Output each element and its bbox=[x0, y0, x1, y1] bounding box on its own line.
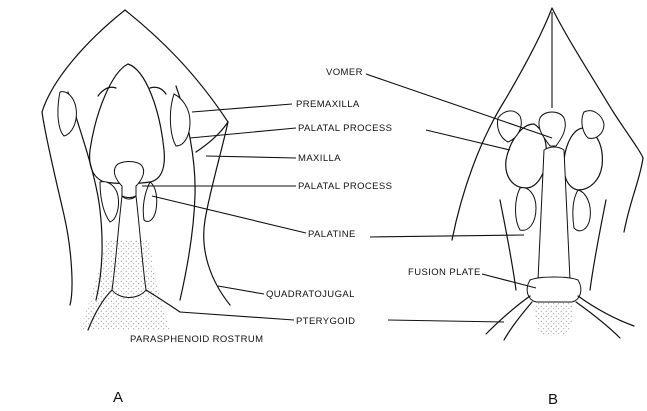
skull-a-palatine-right bbox=[143, 182, 157, 222]
label-premaxilla: PREMAXILLA bbox=[296, 99, 360, 110]
skull-b-premaxilla-right bbox=[582, 111, 604, 139]
panel-label-a: A bbox=[113, 389, 123, 406]
label-quadratojugal: QUADRATOJUGAL bbox=[266, 289, 355, 300]
leader-palatal-process-upper-a bbox=[190, 128, 296, 138]
skull-b-palatine-left bbox=[516, 188, 537, 231]
skull-b-right-side bbox=[624, 158, 643, 232]
leader-vomer bbox=[366, 74, 552, 138]
skull-a-vomer bbox=[114, 162, 143, 198]
skull-a-premaxilla-right bbox=[170, 94, 190, 146]
skull-b-pterygoid-left-2 bbox=[504, 302, 532, 340]
skull-b-fusion-plate bbox=[527, 277, 581, 302]
label-vomer: VOMER bbox=[326, 67, 363, 78]
skull-b-lower-stipple bbox=[535, 302, 573, 336]
label-palatal-process-upper: PALATAL PROCESS bbox=[298, 123, 392, 134]
skull-b-pterygoid-left bbox=[486, 296, 530, 334]
leader-palatine-a bbox=[152, 196, 306, 233]
skull-a-lower-stipple bbox=[80, 240, 170, 330]
leader-palatal-process-upper-b bbox=[426, 130, 510, 150]
skull-b-rostrum bbox=[538, 147, 570, 288]
leader-pterygoid-b bbox=[388, 320, 504, 322]
label-maxilla: MAXILLA bbox=[298, 153, 341, 164]
skull-b-drawing bbox=[452, 8, 643, 340]
label-fusion-plate: FUSION PLATE bbox=[408, 267, 481, 278]
leader-pterygoid-a bbox=[180, 312, 294, 320]
leader-fusion-plate bbox=[482, 274, 536, 288]
label-palatal-process-lower: PALATAL PROCESS bbox=[298, 181, 392, 192]
skull-a-palatine-left bbox=[100, 182, 119, 222]
skull-b-right-wall bbox=[590, 200, 606, 290]
skull-b-pterygoid-right-2 bbox=[576, 302, 620, 338]
skull-b-left-wall bbox=[500, 200, 516, 290]
leader-lines bbox=[142, 74, 552, 322]
skull-a-premaxilla-left bbox=[58, 92, 76, 136]
leader-palatine-b bbox=[370, 235, 524, 237]
leader-premaxilla bbox=[192, 104, 292, 112]
leader-quadratojugal bbox=[218, 286, 264, 294]
label-parasphenoid-rostrum: PARASPHENOID ROSTRUM bbox=[130, 334, 263, 345]
panel-label-b: B bbox=[548, 391, 558, 408]
skull-b-palatine-right bbox=[573, 190, 591, 231]
skull-b-vomer bbox=[539, 112, 565, 146]
label-palatine: PALATINE bbox=[308, 229, 356, 240]
skull-b-pterygoid-right bbox=[578, 296, 634, 326]
skull-a-drawing bbox=[42, 10, 230, 330]
skull-a-left-jaw bbox=[42, 112, 72, 305]
label-pterygoid: PTERYGOID bbox=[296, 316, 355, 327]
